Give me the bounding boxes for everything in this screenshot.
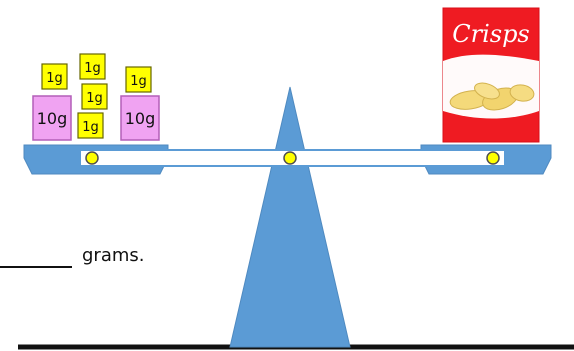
right-pivot-icon <box>486 151 500 165</box>
one-gram-weight: 1g <box>41 63 68 90</box>
one-gram-label: 1g <box>130 74 147 89</box>
one-gram-label: 1g <box>82 120 99 135</box>
one-gram-weight: 1g <box>81 83 108 110</box>
ten-gram-label-right: 10g <box>125 109 156 128</box>
one-gram-weight: 1g <box>77 112 104 139</box>
ten-gram-weight-left: 10g <box>32 95 72 141</box>
one-gram-label: 1g <box>86 91 103 106</box>
crisps-label: Crisps <box>452 20 530 48</box>
answer-unit-text: grams. <box>82 245 145 266</box>
answer-prompt: grams. <box>0 244 170 272</box>
ten-gram-label-left: 10g <box>37 109 68 128</box>
one-gram-weight: 1g <box>79 53 106 80</box>
one-gram-label: 1g <box>46 71 63 86</box>
one-gram-label: 1g <box>84 61 101 76</box>
crisps-bag: Crisps <box>442 7 540 143</box>
one-gram-weight: 1g <box>125 66 152 93</box>
crisp-icon <box>509 84 535 102</box>
crisp-icon <box>474 82 500 100</box>
answer-blank-line <box>0 266 72 268</box>
left-pivot-icon <box>85 151 99 165</box>
ten-gram-weight-right: 10g <box>120 95 160 141</box>
center-pivot-icon <box>283 151 297 165</box>
balance-stand <box>229 86 351 348</box>
